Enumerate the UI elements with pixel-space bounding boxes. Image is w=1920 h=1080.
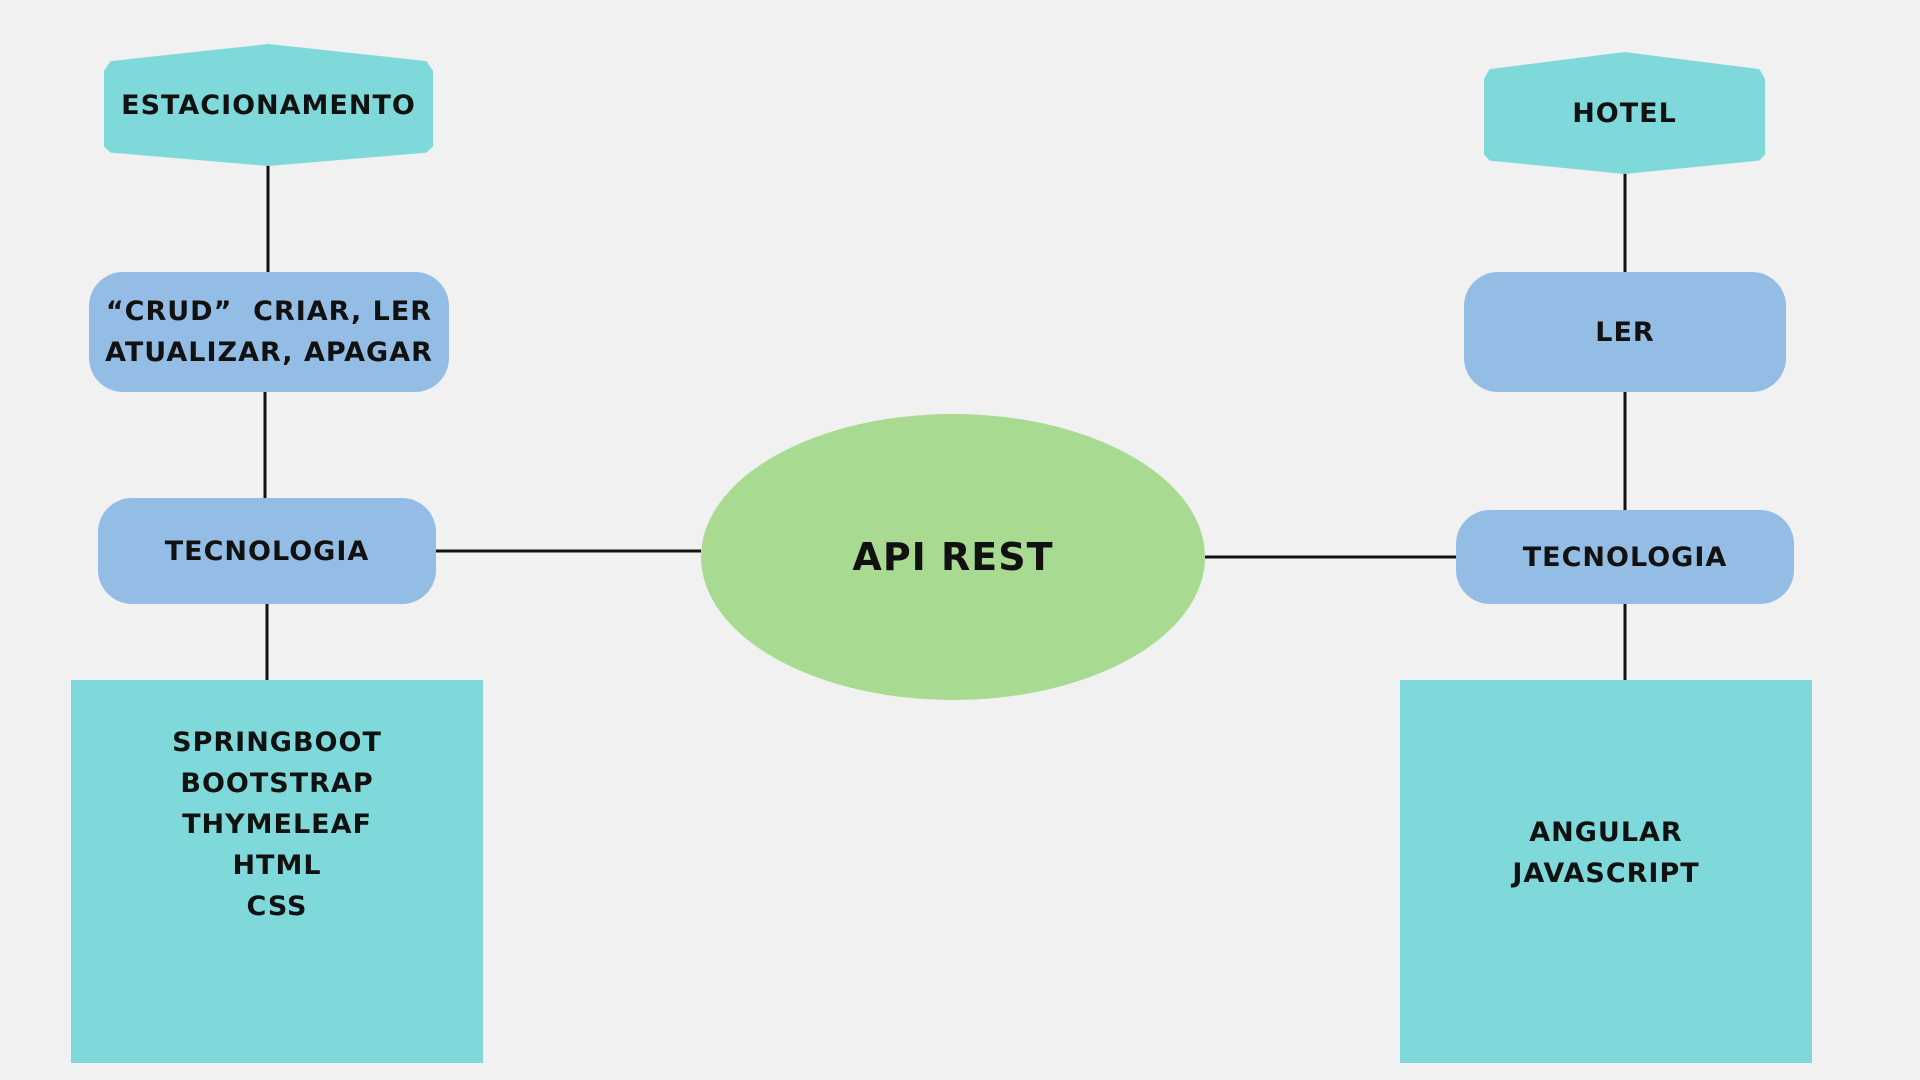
center-node: API REST <box>701 414 1205 700</box>
right-operations-node: LER <box>1464 272 1786 392</box>
left-title-label: ESTACIONAMENTO <box>121 89 416 121</box>
center-label: API REST <box>852 535 1054 579</box>
left-title-node: ESTACIONAMENTO <box>104 44 433 166</box>
right-title-label: HOTEL <box>1572 97 1677 129</box>
left-tech-item: HTML <box>232 849 322 881</box>
right-tech-item: JAVASCRIPT <box>1512 858 1700 889</box>
right-tech-item: ANGULAR <box>1529 817 1683 848</box>
right-technology-node: TECNOLOGIA <box>1456 510 1794 604</box>
left-operations-line-2: ATUALIZAR, APAGAR <box>105 337 433 368</box>
left-tech-item: SPRINGBOOT <box>172 726 382 758</box>
left-tech-item: THYMELEAF <box>182 808 372 840</box>
left-operations-node: “CRUD” CRIAR, LER ATUALIZAR, APAGAR <box>89 272 449 392</box>
left-technologies-box: SPRINGBOOT BOOTSTRAP THYMELEAF HTML CSS <box>71 680 483 1063</box>
right-technologies-box: ANGULAR JAVASCRIPT <box>1400 680 1812 1063</box>
right-title-node: HOTEL <box>1484 52 1765 174</box>
right-technology-label: TECNOLOGIA <box>1522 541 1728 573</box>
right-operations-line-1: LER <box>1595 316 1655 348</box>
left-tech-item: BOOTSTRAP <box>180 767 374 799</box>
left-tech-item: CSS <box>246 890 308 922</box>
left-technology-node: TECNOLOGIA <box>98 498 436 604</box>
left-technology-label: TECNOLOGIA <box>164 535 370 567</box>
left-operations-line-1: “CRUD” CRIAR, LER <box>105 296 433 327</box>
